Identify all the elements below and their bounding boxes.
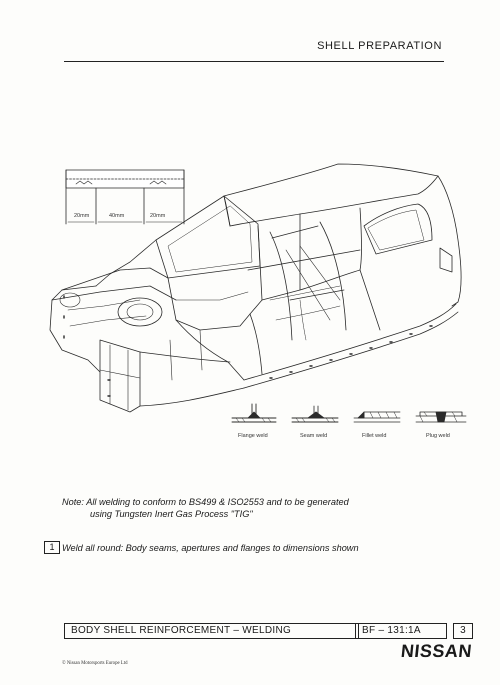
- step-text: Weld all round: Body seams, apertures an…: [62, 542, 359, 553]
- car-body-shell-drawing: [49, 163, 462, 413]
- step-number-box: 1: [44, 541, 60, 554]
- step-instruction: 1 Weld all round: Body seams, apertures …: [44, 541, 359, 554]
- footer-title-box: BODY SHELL REINFORCEMENT – WELDING: [64, 623, 359, 639]
- flange-weld-icon: [231, 403, 277, 423]
- seam-weld-icon: [291, 405, 339, 423]
- footer-page-number: 3: [453, 623, 473, 639]
- page-header-title: SHELL PREPARATION: [317, 40, 442, 52]
- dimension-label-left: 20mm: [74, 213, 90, 219]
- welding-note: Note: All welding to conform to BS499 & …: [62, 496, 422, 520]
- footer-reference-box: BF – 131:1A: [355, 623, 447, 639]
- weld-label-seam: Seam weld: [300, 433, 328, 439]
- copyright-notice: © Nissan Motorsports Europe Ltd: [62, 661, 128, 666]
- dimension-label-right: 20mm: [150, 213, 166, 219]
- note-line-1: All welding to conform to BS499 & ISO255…: [86, 497, 349, 507]
- nissan-logo: NISSAN: [399, 641, 474, 661]
- weld-dimension-diagram: [65, 169, 185, 225]
- dimension-label-middle: 40mm: [109, 213, 125, 219]
- plug-weld-icon: [415, 411, 467, 423]
- header-rule: [64, 61, 444, 62]
- fillet-weld-icon: [353, 411, 401, 423]
- weld-label-plug: Plug weld: [426, 433, 450, 439]
- weld-label-fillet: Fillet weld: [362, 433, 387, 439]
- weld-label-flange: Flange weld: [238, 433, 268, 439]
- note-prefix: Note:: [62, 497, 84, 507]
- note-line-2: using Tungsten Inert Gas Process "TIG": [90, 509, 253, 519]
